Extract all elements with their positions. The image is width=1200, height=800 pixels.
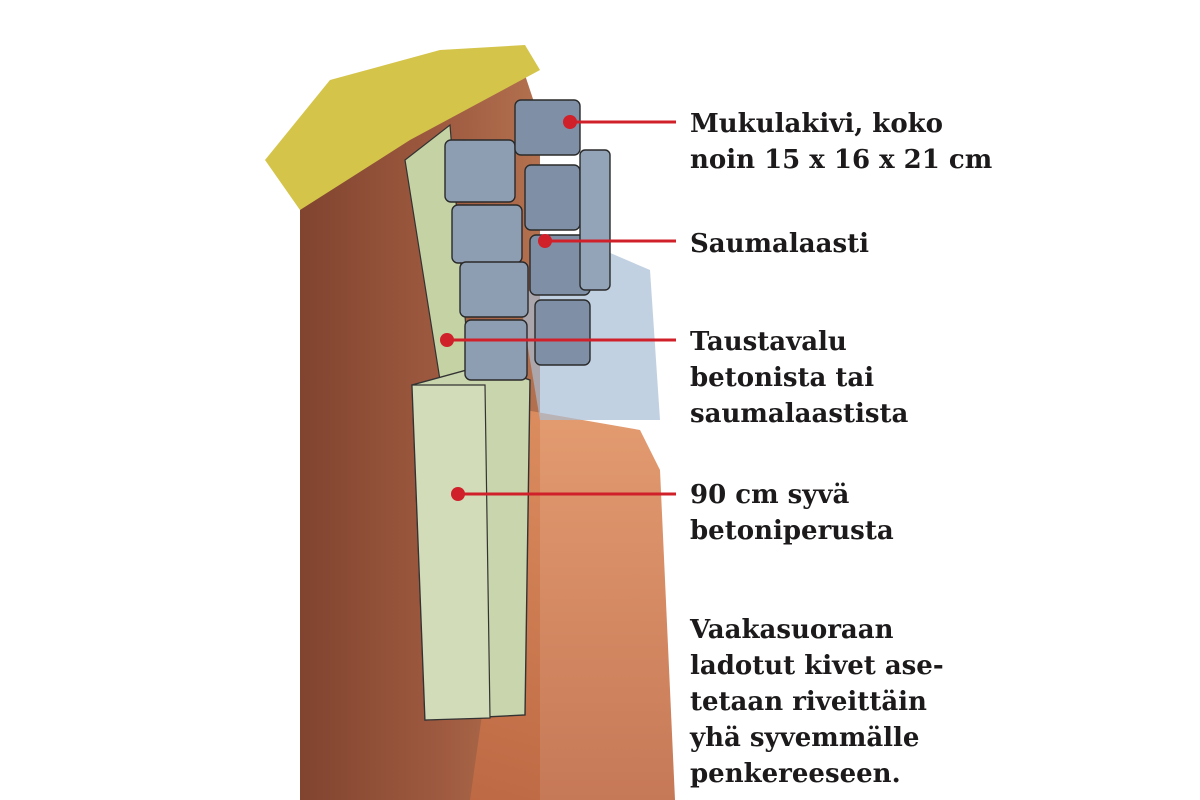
- note-line: penkereeseen.: [690, 759, 901, 789]
- note-line: yhä syvemmälle: [690, 723, 920, 753]
- label-line: noin 15 x 16 x 21 cm: [690, 145, 993, 175]
- label-line: saumalaastista: [690, 399, 909, 429]
- note-line: ladotut kivet ase-: [690, 651, 944, 681]
- stones: [444, 99, 611, 381]
- label-backfill: Taustavalu betonista tai saumalaastista: [690, 324, 908, 432]
- label-footing: 90 cm syvä betoniperusta: [690, 477, 894, 549]
- label-line: 90 cm syvä: [690, 480, 850, 510]
- footing-front: [411, 384, 491, 721]
- label-cobblestone: Mukulakivi, koko noin 15 x 16 x 21 cm: [690, 106, 992, 178]
- label-line: Saumalaasti: [690, 229, 869, 259]
- label-line: Mukulakivi, koko: [690, 109, 944, 139]
- note-line: tetaan riveittäin: [690, 687, 927, 717]
- note-text: Vaakasuoraan ladotut kivet ase-tetaan riv…: [690, 612, 944, 792]
- grass-top: [265, 45, 540, 210]
- leader-lines: [440, 115, 676, 501]
- label-line: betonista tai: [690, 363, 875, 393]
- note-line: Vaakasuoraan: [690, 615, 894, 645]
- label-line: Taustavalu: [690, 327, 847, 357]
- label-line: betoniperusta: [690, 516, 894, 546]
- label-mortar: Saumalaasti: [690, 226, 869, 262]
